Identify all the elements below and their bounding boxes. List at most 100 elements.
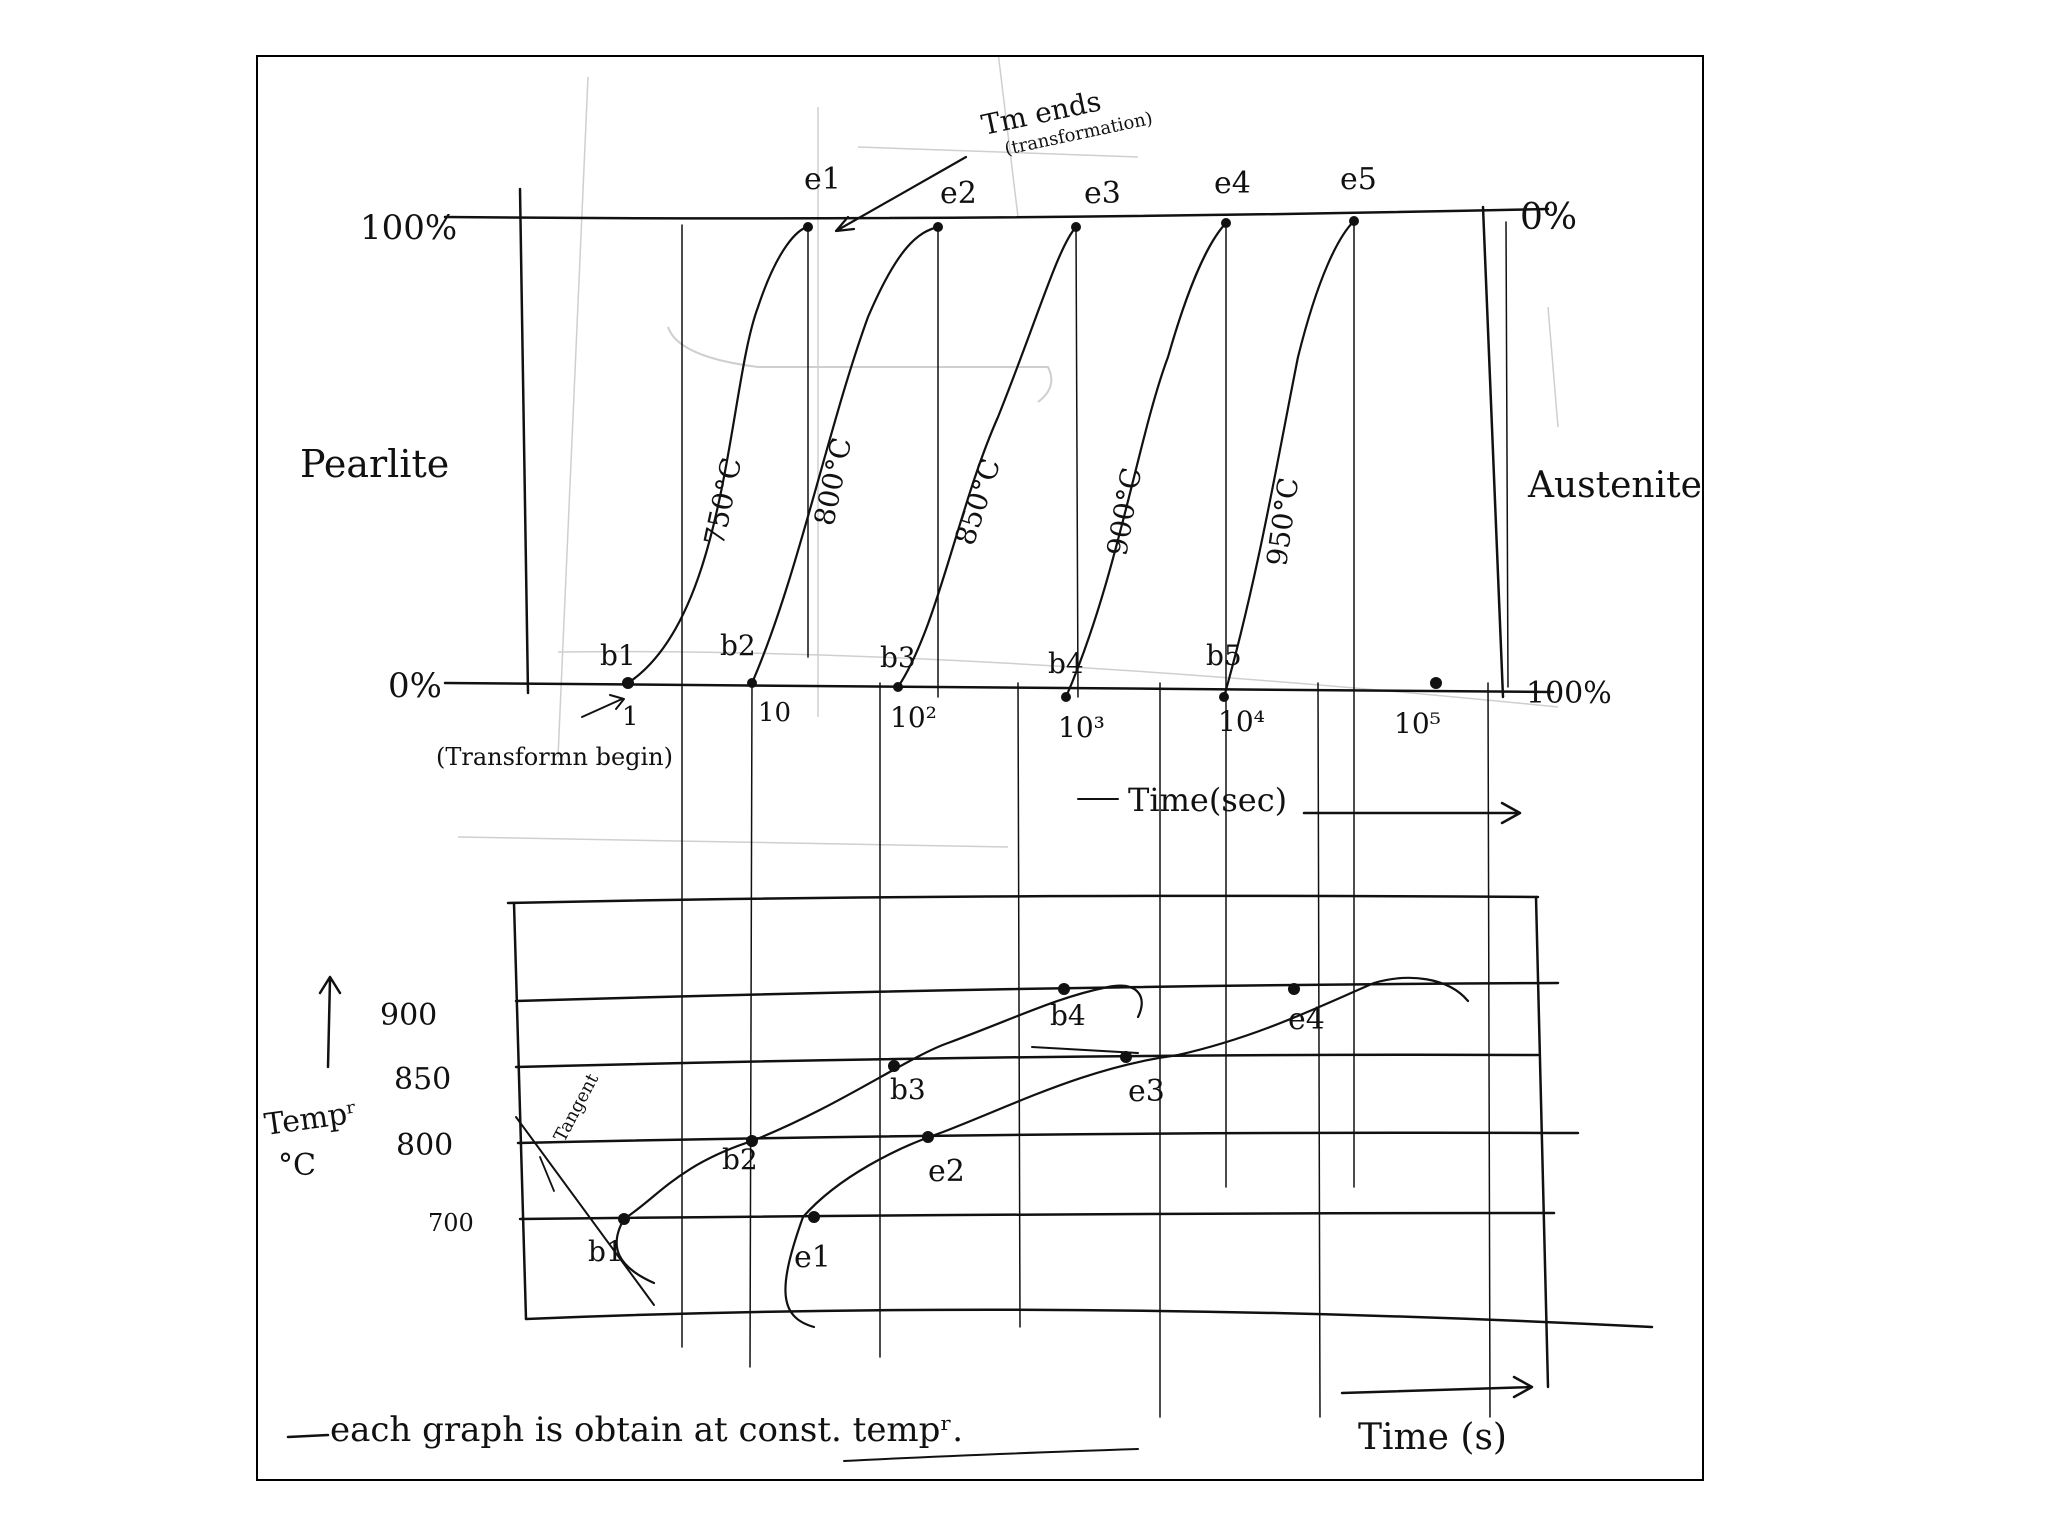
point-b1 — [622, 677, 634, 689]
end-curve — [784, 976, 1470, 1329]
bottom-point-e1 — [808, 1211, 820, 1223]
y-axis-arrow — [318, 975, 342, 1069]
x-tick-10e4: 10⁴ — [1218, 705, 1265, 738]
curve-750 — [626, 225, 810, 685]
bottom-bottom-border — [524, 1308, 1654, 1329]
top-axis-line-0 — [443, 681, 1555, 694]
x-tick-10: 10 — [758, 698, 791, 728]
label-100-right: 100% — [1526, 676, 1612, 711]
label-0-right: 0% — [1520, 197, 1577, 238]
bottom-left-border — [512, 901, 528, 1321]
point-b4 — [1061, 692, 1071, 702]
phase-pearlite: Pearlite — [300, 442, 449, 486]
bottom-right-border — [1534, 895, 1550, 1389]
bottom-time-label: Time (s) — [1358, 1417, 1507, 1458]
label-b1: b1 — [600, 639, 636, 672]
bottom-point-labels: b1 b2 b3 b4 e1 e2 e3 e4 — [588, 999, 1325, 1275]
point-b2 — [747, 678, 757, 688]
top-point-labels: e1 e2 e3 e4 e5 b1 b2 b3 b4 b5 — [600, 162, 1377, 680]
top-x-ticks: 1 10 10² 10³ 10⁴ 10⁵ — [622, 698, 1441, 744]
bottom-graph: 900 850 800 700 Tempʳ °C Tangent b1 — [262, 894, 1654, 1458]
gridline-850 — [514, 1053, 1540, 1069]
bottom-point-e2 — [922, 1131, 934, 1143]
top-graph: 100% 0% 0% 100% Pearlite Austenite 1 10 … — [300, 84, 1702, 1418]
curve-800 — [750, 225, 940, 685]
top-left-border — [518, 187, 530, 695]
curve-points — [622, 216, 1442, 702]
bottom-label-e2: e2 — [928, 1154, 965, 1189]
top-axis-line-100 — [443, 207, 1550, 220]
bottom-label-e1: e1 — [794, 1240, 831, 1275]
curve-850 — [896, 225, 1078, 689]
temp-750: 750°C — [698, 455, 749, 549]
label-0-left: 0% — [388, 666, 442, 706]
bottom-label-e4: e4 — [1288, 1002, 1325, 1037]
gridline-900 — [514, 981, 1560, 1003]
point-e3 — [1071, 222, 1081, 232]
begin-arrow — [581, 694, 625, 718]
diagram-frame: 100% 0% 0% 100% Pearlite Austenite 1 10 … — [256, 55, 1704, 1481]
label-b2: b2 — [720, 629, 756, 662]
label-100-left: 100% — [360, 208, 457, 248]
curve-temperature-labels: 750°C 800°C 850°C 900°C 950°C — [698, 435, 1306, 568]
footnote-text: each graph is obtain at const. tempʳ. — [330, 1410, 963, 1450]
label-e4: e4 — [1214, 166, 1251, 201]
bottom-underline — [1031, 1046, 1139, 1054]
bottom-point-e3 — [1120, 1051, 1132, 1063]
ttt-diagram: 100% 0% 0% 100% Pearlite Austenite 1 10 … — [262, 57, 1702, 1462]
x-tick-10e2: 10² — [890, 701, 937, 734]
point-b5 — [1219, 692, 1229, 702]
phase-austenite: Austenite — [1527, 465, 1702, 506]
temp-800: 800°C — [808, 435, 859, 529]
curve-950 — [1222, 219, 1356, 699]
x-tick-10e3: 10³ — [1058, 711, 1105, 744]
x-tick-1: 1 — [622, 702, 639, 732]
temp-950: 950°C — [1260, 475, 1305, 568]
label-b3: b3 — [880, 641, 916, 674]
y-axis-label: Tempʳ — [262, 1095, 359, 1143]
footnote: each graph is obtain at const. tempʳ. — [286, 1410, 1139, 1462]
label-e1: e1 — [804, 162, 841, 197]
point-e5 — [1349, 216, 1359, 226]
label-b4: b4 — [1048, 647, 1084, 680]
bottom-curve-points — [618, 983, 1300, 1225]
label-e2: e2 — [940, 176, 977, 211]
bottom-point-b1 — [618, 1213, 630, 1225]
top-time-label: Time(sec) — [1128, 781, 1287, 819]
bottom-point-b3 — [888, 1060, 900, 1072]
point-e1 — [803, 222, 813, 232]
bottom-point-e4 — [1288, 983, 1300, 995]
tangent-line — [515, 1116, 655, 1306]
temp-850: 850°C — [948, 454, 1007, 549]
bottom-label-b4: b4 — [1050, 999, 1086, 1032]
bottom-label-e3: e3 — [1128, 1074, 1165, 1109]
transformation-begin-note: (Transformn begin) — [436, 743, 673, 771]
y-tick-700: 700 — [428, 1209, 474, 1237]
bottom-top-border — [506, 894, 1540, 905]
bottom-time-arrow — [1340, 1375, 1534, 1399]
top-vertical-guides — [681, 221, 1509, 1418]
label-b5: b5 — [1206, 639, 1242, 672]
point-10e5 — [1430, 677, 1442, 689]
x-tick-10e5: 10⁵ — [1394, 707, 1441, 740]
y-tick-850: 850 — [394, 1062, 451, 1097]
gridline-800 — [516, 1131, 1580, 1145]
bottom-label-b2: b2 — [722, 1143, 758, 1176]
bottom-label-b1: b1 — [588, 1235, 624, 1268]
point-b3 — [893, 682, 903, 692]
gridline-700 — [518, 1211, 1556, 1221]
tangent-arrow — [539, 1156, 555, 1192]
bottom-point-b2 — [746, 1135, 758, 1147]
point-e4 — [1221, 218, 1231, 228]
point-e2 — [933, 222, 943, 232]
top-right-border — [1481, 205, 1505, 699]
bottom-point-b4 — [1058, 983, 1070, 995]
y-tick-800: 800 — [396, 1128, 453, 1163]
end-arrow — [834, 155, 968, 233]
temp-900: 900°C — [1100, 465, 1148, 558]
label-e3: e3 — [1084, 176, 1121, 211]
curve-900 — [1064, 221, 1228, 699]
y-tick-900: 900 — [380, 998, 437, 1033]
footnote-underline — [843, 1448, 1139, 1462]
footnote-arrow — [286, 1433, 330, 1439]
